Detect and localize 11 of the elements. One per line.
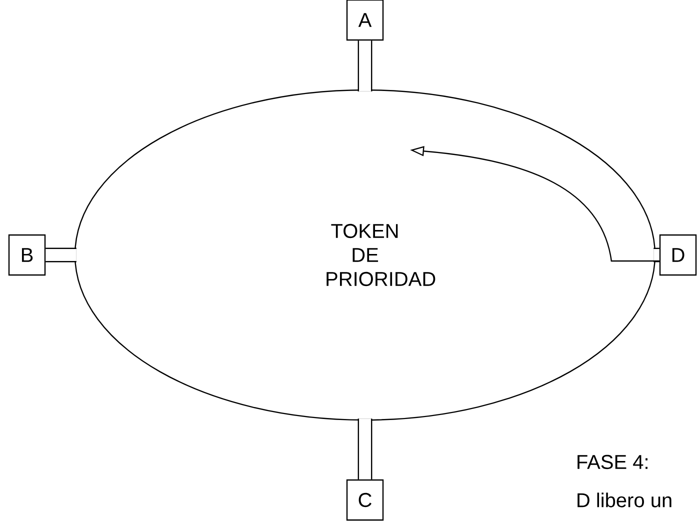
ring: TOKEN DE PRIORIDAD [74,89,656,421]
note: FASE 4: [578,454,648,470]
station-box: A [346,0,384,41]
station-box: C [346,479,384,521]
note: D libero un [578,492,672,508]
connector [358,40,372,92]
connector [654,248,660,262]
station-box: D [659,234,697,276]
connector [46,248,76,262]
connector [358,418,372,480]
station-box: B [8,234,46,276]
